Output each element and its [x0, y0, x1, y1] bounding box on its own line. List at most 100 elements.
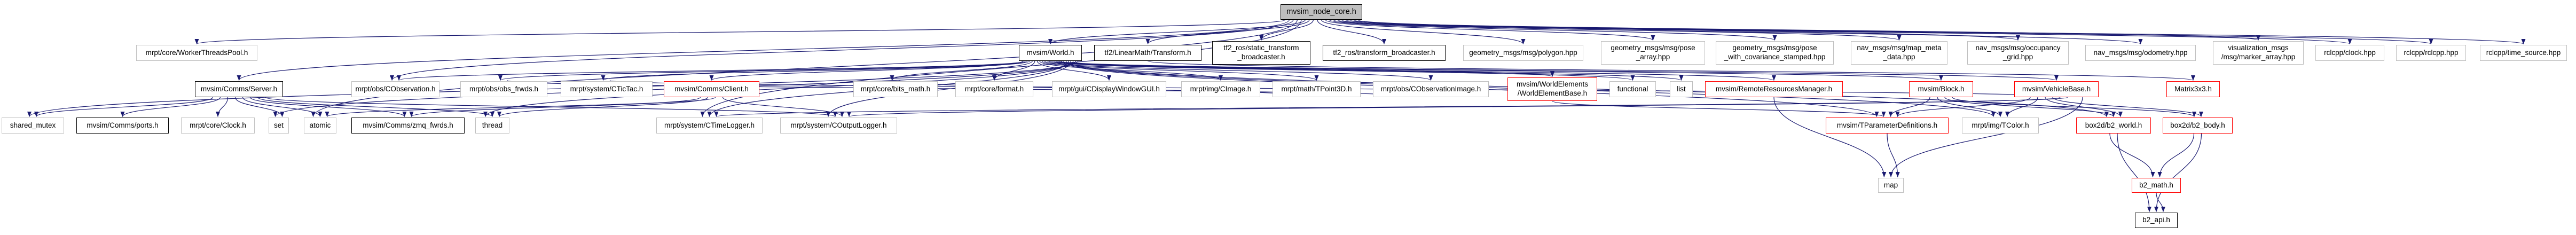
edge-server-to-set	[234, 97, 285, 117]
graph-node-rrclcpp: rclcpp/rclcpp.hpp	[2396, 45, 2466, 61]
edge-world-to-format	[992, 60, 1035, 81]
edge-block-to-tparam	[1888, 97, 1930, 117]
graph-node-coutlog: mrpt/system/COutputLogger.h	[780, 118, 897, 134]
edge-world-to-cobs	[397, 60, 1026, 81]
edge-world-to-block	[1056, 60, 1943, 81]
edge-world-to-functional	[1049, 60, 1635, 81]
graph-node-wtp: mrpt/core/WorkerThreadsPool.h	[136, 45, 257, 61]
graph-node-webase[interactable]: mvsim/WorldElements /WorldElementBase.h	[1507, 77, 1597, 101]
graph-node-rrm[interactable]: mvsim/RemoteResourcesManager.h	[1705, 81, 1843, 97]
graph-node-gpose: geometry_msgs/msg/pose _array.hpp	[1601, 41, 1705, 65]
edge-world-to-gui	[1036, 60, 1111, 81]
graph-node-map: map	[1878, 178, 1904, 193]
graph-node-b2world[interactable]: box2d/b2_world.h	[2076, 118, 2151, 134]
graph-node-b2api[interactable]: b2_api.h	[2135, 213, 2178, 228]
graph-node-vehicle[interactable]: mvsim/VehicleBase.h	[2014, 81, 2099, 97]
edge-root-to-rrclcpp	[1353, 19, 2433, 45]
graph-node-cimage: mrpt/img/CImage.h	[1181, 81, 1260, 97]
graph-node-nodom: nav_msgs/msg/odometry.hpp	[2085, 45, 2196, 61]
edge-root-to-cobs	[390, 19, 1294, 81]
graph-node-world[interactable]: mvsim/World.h	[1019, 45, 1082, 61]
graph-node-tpoint: mrpt/math/TPoint3D.h	[1273, 81, 1361, 97]
edge-rrm-to-map	[1773, 97, 1887, 177]
graph-node-tparam[interactable]: mvsim/TParameterDefinitions.h	[1826, 118, 1949, 134]
edge-root-to-tf2b	[1317, 19, 1386, 44]
edge-world-to-obsf	[498, 60, 1028, 81]
graph-node-tf2t[interactable]: tf2/LinearMath/Transform.h	[1094, 45, 1201, 61]
graph-node-cobs: mrpt/obs/CObservation.h	[351, 81, 439, 97]
edge-root-to-gposec	[1329, 19, 1777, 41]
edge-server-to-ports	[120, 97, 221, 117]
edge-root-to-gpose	[1325, 19, 1655, 41]
edge-vehicle-to-tparam	[1895, 97, 2031, 118]
graph-node-nmeta: nav_msgs/msg/map_meta _data.hpp	[1851, 41, 1947, 65]
edge-b2body-to-b2math	[2157, 133, 2195, 177]
graph-node-ports[interactable]: mvsim/Comms/ports.h	[76, 118, 169, 134]
edge-b2world-to-b2api	[2117, 133, 2151, 212]
edge-client-to-coutlog	[722, 97, 844, 117]
edge-b2math-to-b2api	[2156, 192, 2165, 212]
graph-node-zmq[interactable]: mvsim/Comms/zmq_fwrds.h	[351, 118, 465, 134]
graph-node-tictac: mrpt/system/CTicTac.h	[561, 81, 653, 97]
graph-node-vmark: visualization_msgs /msg/marker_array.hpp	[2213, 41, 2304, 65]
edge-vehicle-to-b2world	[2045, 97, 2123, 117]
graph-node-client[interactable]: mvsim/Comms/Client.h	[664, 81, 759, 97]
edge-block-to-b2world	[1944, 97, 2116, 118]
graph-node-root[interactable]: mvsim_node_core.h	[1281, 4, 1362, 20]
edge-root-to-tf2s	[1259, 19, 1314, 41]
edge-root-to-rtime	[1357, 19, 2525, 45]
graph-node-obsf: mrpt/obs/obs_frwds.h	[460, 81, 547, 97]
edge-root-to-nodom	[1341, 19, 2142, 45]
graph-node-ctimelog: mrpt/system/CTimeLogger.h	[656, 118, 763, 134]
edge-root-to-wtp	[195, 19, 1286, 45]
edge-root-to-ctimelog	[700, 19, 1302, 117]
edge-world-to-rrm	[1054, 60, 1776, 81]
graph-node-list: list	[1670, 81, 1693, 97]
graph-node-b2math[interactable]: b2_math.h	[2132, 178, 2181, 193]
edge-vehicle-to-tcolor	[2005, 97, 2038, 117]
graph-node-clock: mrpt/core/Clock.h	[181, 118, 255, 134]
graph-node-cobsimg: mrpt/obs/CObservationImage.h	[1373, 81, 1489, 97]
graph-node-tf2s[interactable]: tf2_ros/static_transform _broadcaster.h	[1212, 41, 1310, 65]
graph-node-nocc: nav_msgs/msg/occupancy _grid.hpp	[1967, 41, 2069, 65]
graph-node-matrix[interactable]: Matrix3x3.h	[2166, 81, 2220, 97]
edge-tf2t-to-matrix	[1147, 60, 2195, 81]
edge-vehicle-to-coutlog	[847, 97, 2061, 118]
graph-node-set: set	[269, 118, 289, 134]
graph-node-b2body[interactable]: box2d/b2_body.h	[2163, 118, 2233, 134]
edge-root-to-tf2t	[1145, 19, 1310, 44]
edge-world-to-vehicle	[1058, 60, 2059, 81]
graph-node-tf2b[interactable]: tf2_ros/transform_broadcaster.h	[1323, 45, 1446, 61]
graph-node-atomic: atomic	[304, 118, 336, 134]
edge-webase-to-tparam	[1552, 100, 1886, 118]
graph-node-gposec: geometry_msgs/msg/pose _with_covariance_…	[1716, 41, 1834, 65]
edge-block-to-b2body	[1952, 97, 2196, 118]
graph-node-bitsm: mrpt/core/bits_math.h	[853, 81, 938, 97]
edge-vehicle-to-b2body	[2052, 97, 2203, 118]
graph-node-thread: thread	[475, 118, 509, 134]
edge-world-to-shmutex	[27, 60, 1079, 117]
edge-server-to-shmutex	[34, 97, 214, 118]
graph-node-block[interactable]: mvsim/Block.h	[1909, 81, 1973, 97]
edge-world-to-tpoint	[1041, 60, 1319, 81]
graph-node-server[interactable]: mvsim/Comms/Server.h	[195, 81, 283, 97]
edge-b2body-to-b2api	[2154, 133, 2202, 212]
edge-server-to-thread	[257, 97, 494, 118]
edge-tparam-to-map	[1887, 133, 1900, 177]
graph-node-gpoly: geometry_msgs/msg/polygon.hpp	[1463, 45, 1583, 61]
edge-client-to-atomic	[325, 97, 716, 118]
edge-world-to-tictac	[601, 60, 1031, 81]
edge-world-to-list	[1051, 60, 1683, 81]
edge-root-to-rclock	[1349, 19, 2352, 45]
edge-world-to-bitsm	[890, 60, 1033, 81]
edge-vehicle-to-map	[1889, 97, 2083, 177]
graph-node-gui: mrpt/gui/CDisplayWindowGUI.h	[1052, 81, 1166, 97]
edge-world-to-thread	[483, 60, 1074, 117]
edge-root-to-world	[1048, 19, 1306, 45]
edge-root-to-gpoly	[1321, 19, 1526, 45]
edge-server-to-atomic	[242, 97, 323, 117]
graph-node-shmutex: shared_mutex	[2, 118, 64, 134]
edge-vehicle-to-ctimelog	[714, 97, 2068, 118]
